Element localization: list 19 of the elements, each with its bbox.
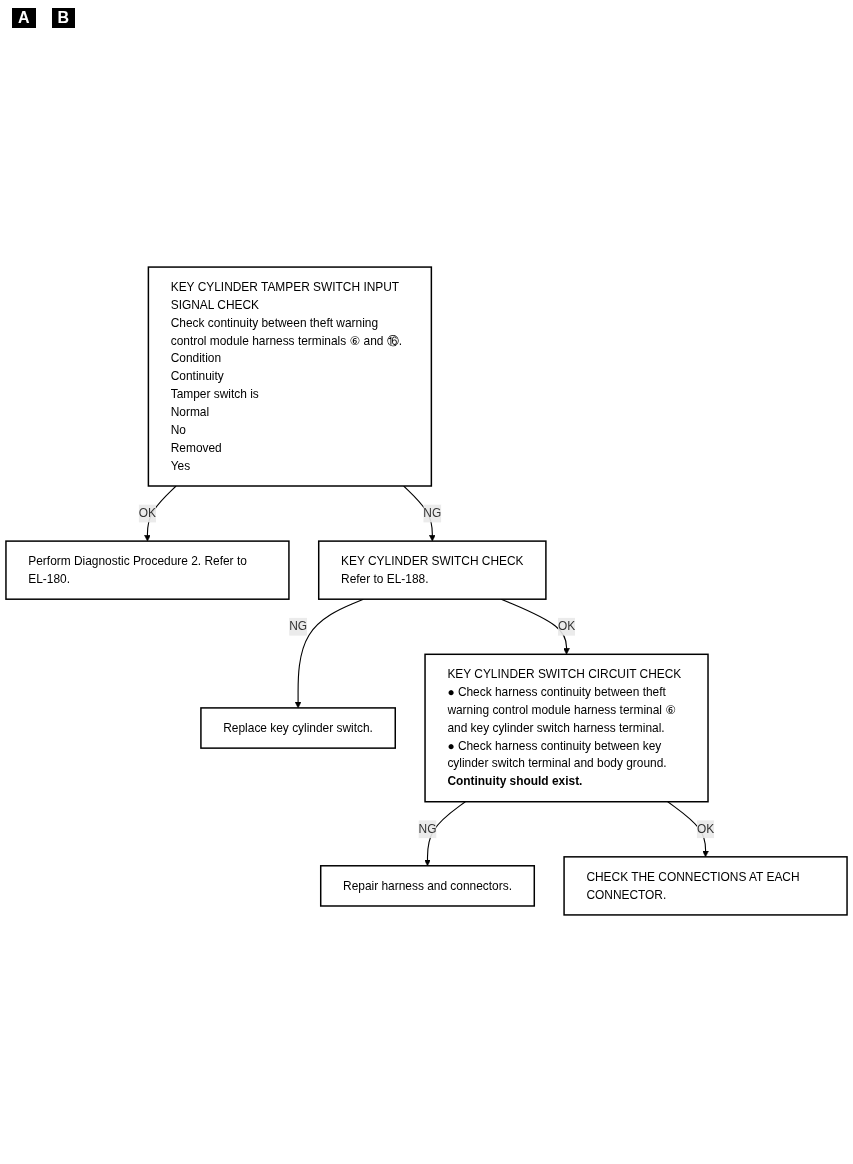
node-box: KEY CYLINDER TAMPER SWITCH INPUT SIGNAL CHECK Check continuity between theft warning control module harness terminals ⑥ and ⑯. Condition Continuity Tamper switch is Normal No Removed Yes <box>147 266 433 487</box>
arrow <box>667 801 709 858</box>
edge-label: NG <box>423 506 442 520</box>
node-box: Perform Diagnostic Procedure 2. Refer to EL-180. <box>5 540 290 600</box>
arrow <box>144 485 177 542</box>
edge-label: NG <box>418 822 437 836</box>
arrow <box>424 801 466 867</box>
node-box: Repair harness and connectors. <box>319 865 536 907</box>
section-marker: B <box>51 8 76 28</box>
arrow <box>294 598 364 709</box>
edge-label: NG <box>289 620 308 633</box>
node-box: KEY CYLINDER SWITCH CHECK Refer to EL-188. <box>317 540 547 600</box>
edge-label: OK <box>557 620 576 633</box>
node-box: Replace key cylinder switch. <box>200 707 396 749</box>
edge-label: OK <box>138 506 157 520</box>
section-marker: A <box>12 8 36 28</box>
node-box: CHECK THE CONNECTIONS AT EACH CONNECTOR. <box>563 856 848 916</box>
node-box: KEY CYLINDER SWITCH CIRCUIT CHECK ● Check harness continuity between theft warning control module harness terminal ⑥ and key cylinder switch harness terminal. ● Check harness continuity between key cylinder switch terminal and body ground. Continuity should exist. <box>424 653 709 803</box>
edge-label: OK <box>696 822 715 836</box>
